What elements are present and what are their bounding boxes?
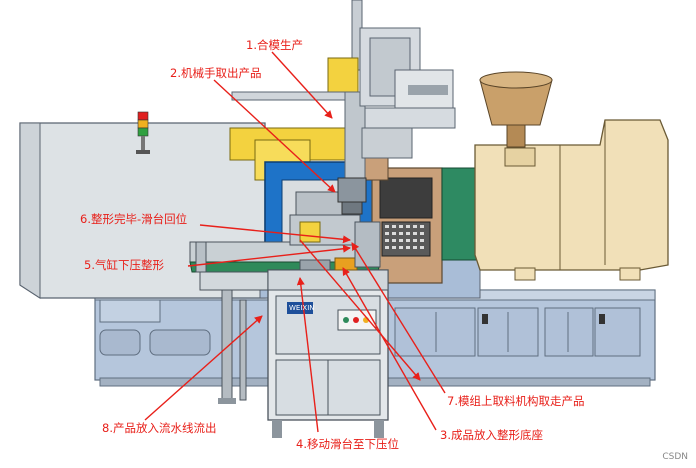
arrow-step-8: [144, 315, 263, 421]
step-5-label: 5.气缸下压整形: [84, 258, 164, 272]
step-8-label: 8.产品放入流水线流出: [102, 421, 217, 435]
annotation-arrows: [144, 51, 446, 433]
step-4-label: 4.移动滑台至下压位: [296, 437, 399, 451]
arrow-step-6b: [299, 239, 421, 381]
step-3-label: 3.成品放入整形底座: [440, 428, 543, 442]
step-2-label: 2.机械手取出产品: [170, 66, 262, 80]
injection-unit: [474, 71, 669, 281]
robot-arm: [231, 0, 456, 215]
step-1-label: 1.合模生产: [246, 38, 303, 52]
arrow-step-2: [213, 79, 336, 193]
arrow-step-6: [199, 224, 351, 244]
watermark: CSDN: [662, 452, 688, 462]
arrow-step-3: [342, 267, 437, 431]
shaping-station: [218, 214, 389, 438]
signal-tower-icon: [136, 111, 150, 154]
step-6-label: 6.整形完毕-滑台回位: [80, 212, 188, 226]
brand-plate: WEIXIN: [289, 304, 315, 312]
arrow-step-5: [187, 244, 351, 267]
step-7-label: 7.模组上取料机构取走产品: [447, 394, 585, 408]
arrow-step-7: [351, 242, 446, 394]
arrow-step-1: [271, 51, 333, 119]
arrow-step-4: [296, 277, 319, 433]
